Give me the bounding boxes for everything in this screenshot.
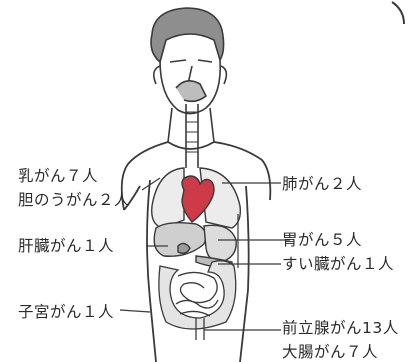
label-uterine-cancer: 子宮がん１人 xyxy=(18,300,114,322)
head xyxy=(151,8,226,114)
label-breast-cancer: 乳がん７人 xyxy=(18,164,98,186)
label-colon-cancer: 大腸がん７人 xyxy=(282,340,378,362)
label-gallbladder-cancer: 胆のうがん２人 xyxy=(18,188,130,210)
label-lung-cancer: 肺がん２人 xyxy=(282,172,362,194)
corner-arc xyxy=(392,2,404,24)
ear-right xyxy=(221,66,226,84)
collar xyxy=(168,142,214,149)
small-intestine xyxy=(178,272,217,302)
label-liver-cancer: 肝臓がん１人 xyxy=(18,234,114,256)
lung-left xyxy=(152,168,184,228)
neck-left xyxy=(168,108,172,142)
trachea-rings xyxy=(186,112,198,152)
eyebrow-right xyxy=(198,60,212,62)
colon xyxy=(159,261,236,329)
hair xyxy=(151,8,224,62)
side-right xyxy=(240,186,249,362)
intestines xyxy=(159,261,236,340)
label-stomach-cancer: 胃がん５人 xyxy=(282,228,362,250)
eyebrow-left xyxy=(170,60,186,62)
nasal-cavity xyxy=(176,81,206,102)
ear-left xyxy=(154,66,160,84)
label-prostate-cancer: 前立腺がん13人 xyxy=(282,316,399,338)
leader-uterus xyxy=(120,310,150,312)
label-pancreatic-cancer: すい臓がん１人 xyxy=(282,252,394,274)
stomach xyxy=(204,225,236,262)
neck-right xyxy=(210,108,214,142)
